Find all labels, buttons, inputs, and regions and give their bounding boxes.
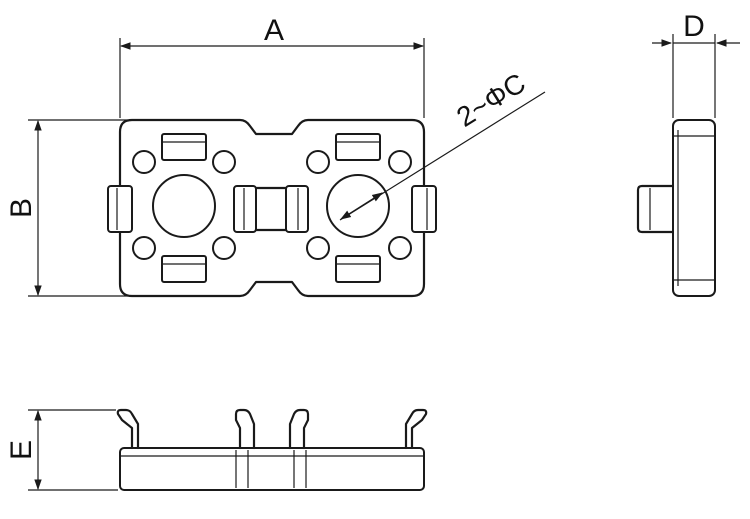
front-view-outline (118, 118, 426, 298)
dimension-label-a: A (264, 14, 284, 47)
right-clip (411, 185, 437, 233)
bottom-view-base (119, 447, 425, 491)
small-holes (132, 150, 412, 260)
hook-left (116, 408, 140, 450)
hook-right (404, 408, 428, 450)
dimension-label-d: D (683, 10, 705, 43)
bottom-view: E (5, 408, 428, 491)
dimension-a: A (119, 14, 425, 118)
dimension-label-b: B (5, 198, 38, 218)
dimension-e: E (5, 409, 118, 491)
dimension-label-c: 2~ΦC (451, 67, 531, 133)
hook-center-left (234, 408, 256, 450)
side-view-body (672, 119, 716, 297)
large-holes (152, 174, 390, 238)
slots (161, 133, 381, 283)
side-view-clip (636, 184, 675, 234)
dimension-b: B (5, 119, 128, 297)
front-view: A B 2~ΦC (5, 14, 546, 298)
hook-center-right (288, 408, 310, 450)
center-clips (233, 185, 309, 233)
left-clip (107, 185, 133, 233)
dimension-d: D (652, 10, 740, 118)
side-view: D (636, 10, 740, 297)
dimension-label-e: E (5, 440, 38, 460)
